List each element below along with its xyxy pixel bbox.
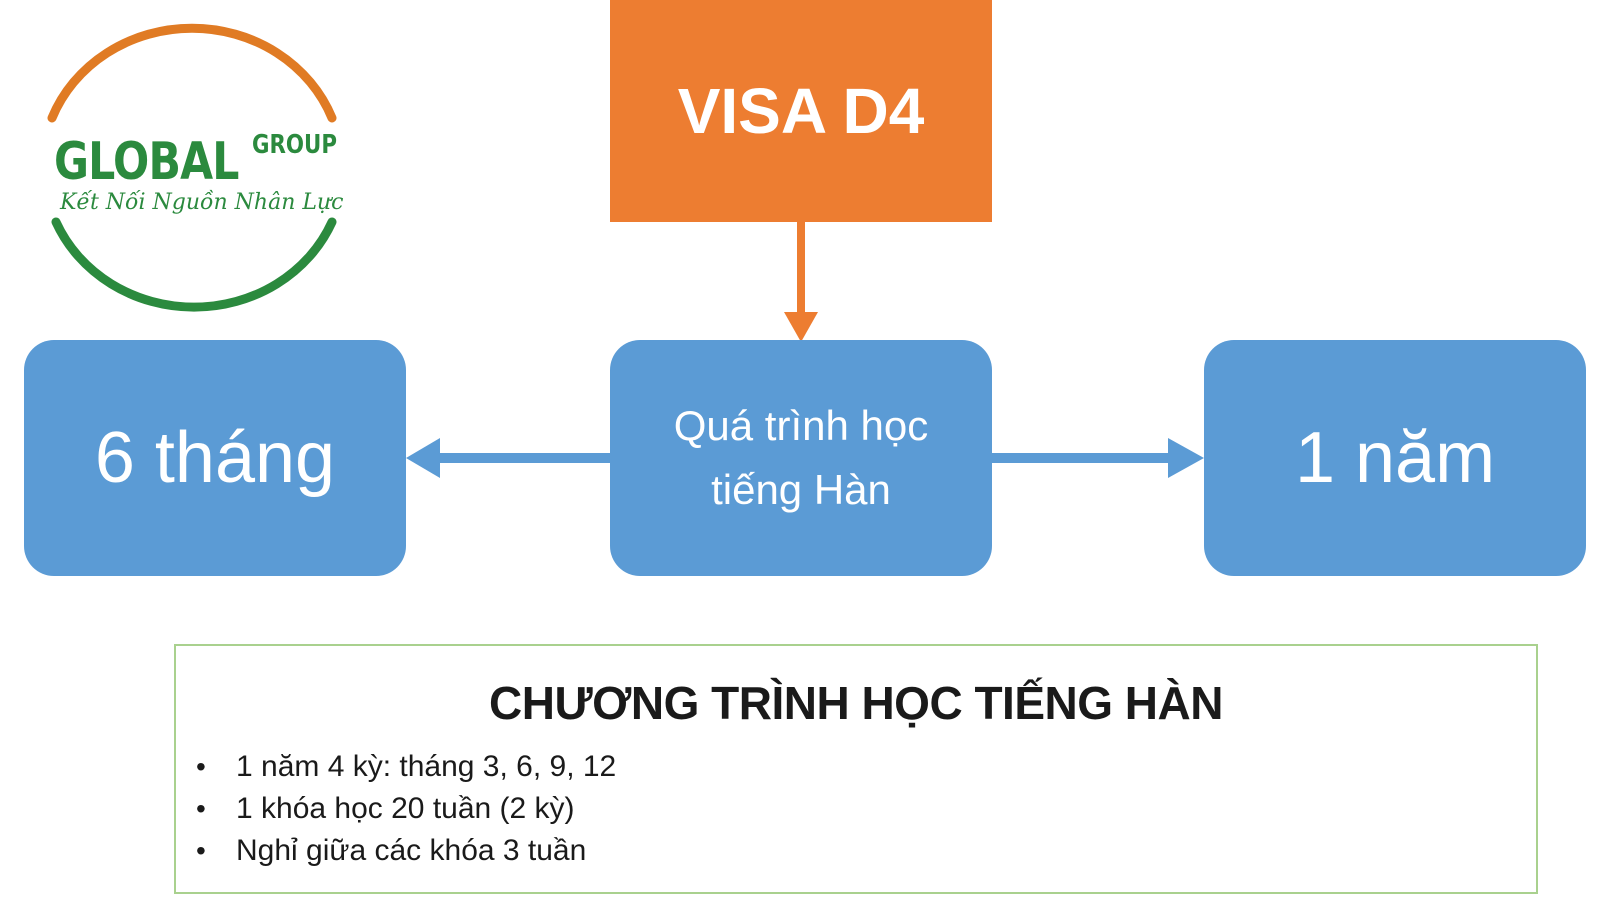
list-item: 1 năm 4 kỳ: tháng 3, 6, 9, 12 [190,746,616,788]
korean-study-process-label: Quá trình học tiếng Hàn [673,402,929,513]
logo-tagline: Kết Nối Nguồn Nhân Lực [60,190,344,215]
down-arrow-icon [784,222,818,342]
right-arrow-icon [992,438,1204,478]
one-year-box: 1 năm [1204,340,1586,576]
list-item: Nghỉ giữa các khóa 3 tuần [190,830,616,872]
korean-study-process-box: Quá trình học tiếng Hàn [610,340,992,576]
program-title: CHƯƠNG TRÌNH HỌC TIẾNG HÀN [489,677,1223,729]
left-arrow-icon [406,438,610,478]
global-group-logo: GLOBAL GROUP Kết Nối Nguồn Nhân Lực [40,22,360,322]
korean-program-panel: CHƯƠNG TRÌNH HỌC TIẾNG HÀN 1 năm 4 kỳ: t… [174,644,1538,894]
logo-group-word: GROUP [252,130,337,160]
six-months-label: 6 tháng [94,418,336,498]
list-item: 1 khóa học 20 tuần (2 kỳ) [190,788,616,830]
logo-wordmark: GLOBAL [54,132,239,192]
visa-d4-label: VISA D4 [677,75,925,147]
six-months-box: 6 tháng [24,340,406,576]
one-year-label: 1 năm [1294,418,1496,498]
logo-ring-icon [47,23,337,312]
program-list: 1 năm 4 kỳ: tháng 3, 6, 9, 12 1 khóa học… [190,746,616,872]
visa-d4-box: VISA D4 [610,0,992,222]
